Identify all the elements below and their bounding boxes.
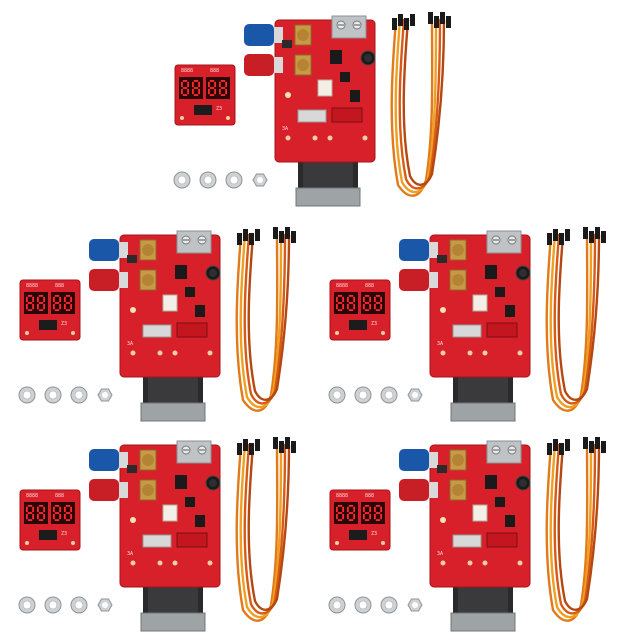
dupont-connector — [291, 441, 296, 453]
jumper-wire — [557, 233, 601, 401]
dupont-connector — [249, 233, 254, 245]
dupont-connector — [279, 231, 284, 243]
jumper-wire — [398, 18, 442, 190]
jumper-wire — [390, 18, 434, 197]
dupont-connector — [249, 443, 254, 455]
jumper-wire — [235, 233, 279, 412]
dupont-connector — [255, 229, 260, 241]
jumper-wire — [545, 443, 589, 622]
display-board — [19, 489, 81, 551]
dupont-connector — [565, 439, 570, 451]
jumper-wire — [553, 443, 597, 615]
jumper-wire — [549, 233, 593, 409]
display-board — [329, 279, 391, 341]
dupont-connector — [398, 14, 403, 26]
jumper-wire — [402, 18, 446, 186]
display-board — [329, 489, 391, 551]
dupont-connector — [285, 437, 290, 449]
main-board — [89, 440, 221, 588]
dupont-connector — [392, 18, 397, 30]
dupont-connector — [428, 12, 433, 24]
dupont-connector — [547, 443, 552, 455]
main-board — [244, 15, 376, 163]
jumper-wire — [549, 443, 593, 619]
jumper-wire — [243, 443, 287, 615]
jumper-wire — [243, 233, 287, 405]
dupont-connector — [273, 227, 278, 239]
dupont-connector — [547, 233, 552, 245]
display-board — [19, 279, 81, 341]
main-board — [89, 230, 221, 378]
dupont-connector — [553, 229, 558, 241]
dupont-connector — [279, 441, 284, 453]
jumper-wire — [545, 233, 589, 412]
dupont-connector — [237, 233, 242, 245]
jumper-wire — [394, 18, 438, 194]
dupont-connector — [565, 229, 570, 241]
dupont-connector — [553, 439, 558, 451]
dupont-connector — [237, 443, 242, 455]
jumper-wire — [247, 233, 291, 401]
jumper-wire — [239, 443, 283, 619]
dupont-connector — [595, 227, 600, 239]
jumper-wire — [235, 443, 279, 622]
dupont-connector — [410, 14, 415, 26]
dupont-connector — [243, 439, 248, 451]
jumper-wire — [239, 233, 283, 409]
dupont-connector — [559, 443, 564, 455]
dupont-connector — [285, 227, 290, 239]
main-board — [399, 230, 531, 378]
dupont-connector — [595, 437, 600, 449]
dupont-connector — [583, 227, 588, 239]
dupont-connector — [440, 12, 445, 24]
main-board — [399, 440, 531, 588]
jumper-wire — [557, 443, 601, 611]
display-board — [174, 64, 236, 126]
dupont-connector — [273, 437, 278, 449]
dupont-connector — [601, 441, 606, 453]
dupont-connector — [243, 229, 248, 241]
dupont-connector — [559, 233, 564, 245]
dupont-connector — [404, 18, 409, 30]
dupont-connector — [589, 441, 594, 453]
jumper-wire — [247, 443, 291, 611]
jumper-wire — [553, 233, 597, 405]
dupont-connector — [583, 437, 588, 449]
dupont-connector — [446, 16, 451, 28]
dupont-connector — [255, 439, 260, 451]
dupont-connector — [434, 16, 439, 28]
dupont-connector — [601, 231, 606, 243]
dupont-connector — [291, 231, 296, 243]
dupont-connector — [589, 231, 594, 243]
